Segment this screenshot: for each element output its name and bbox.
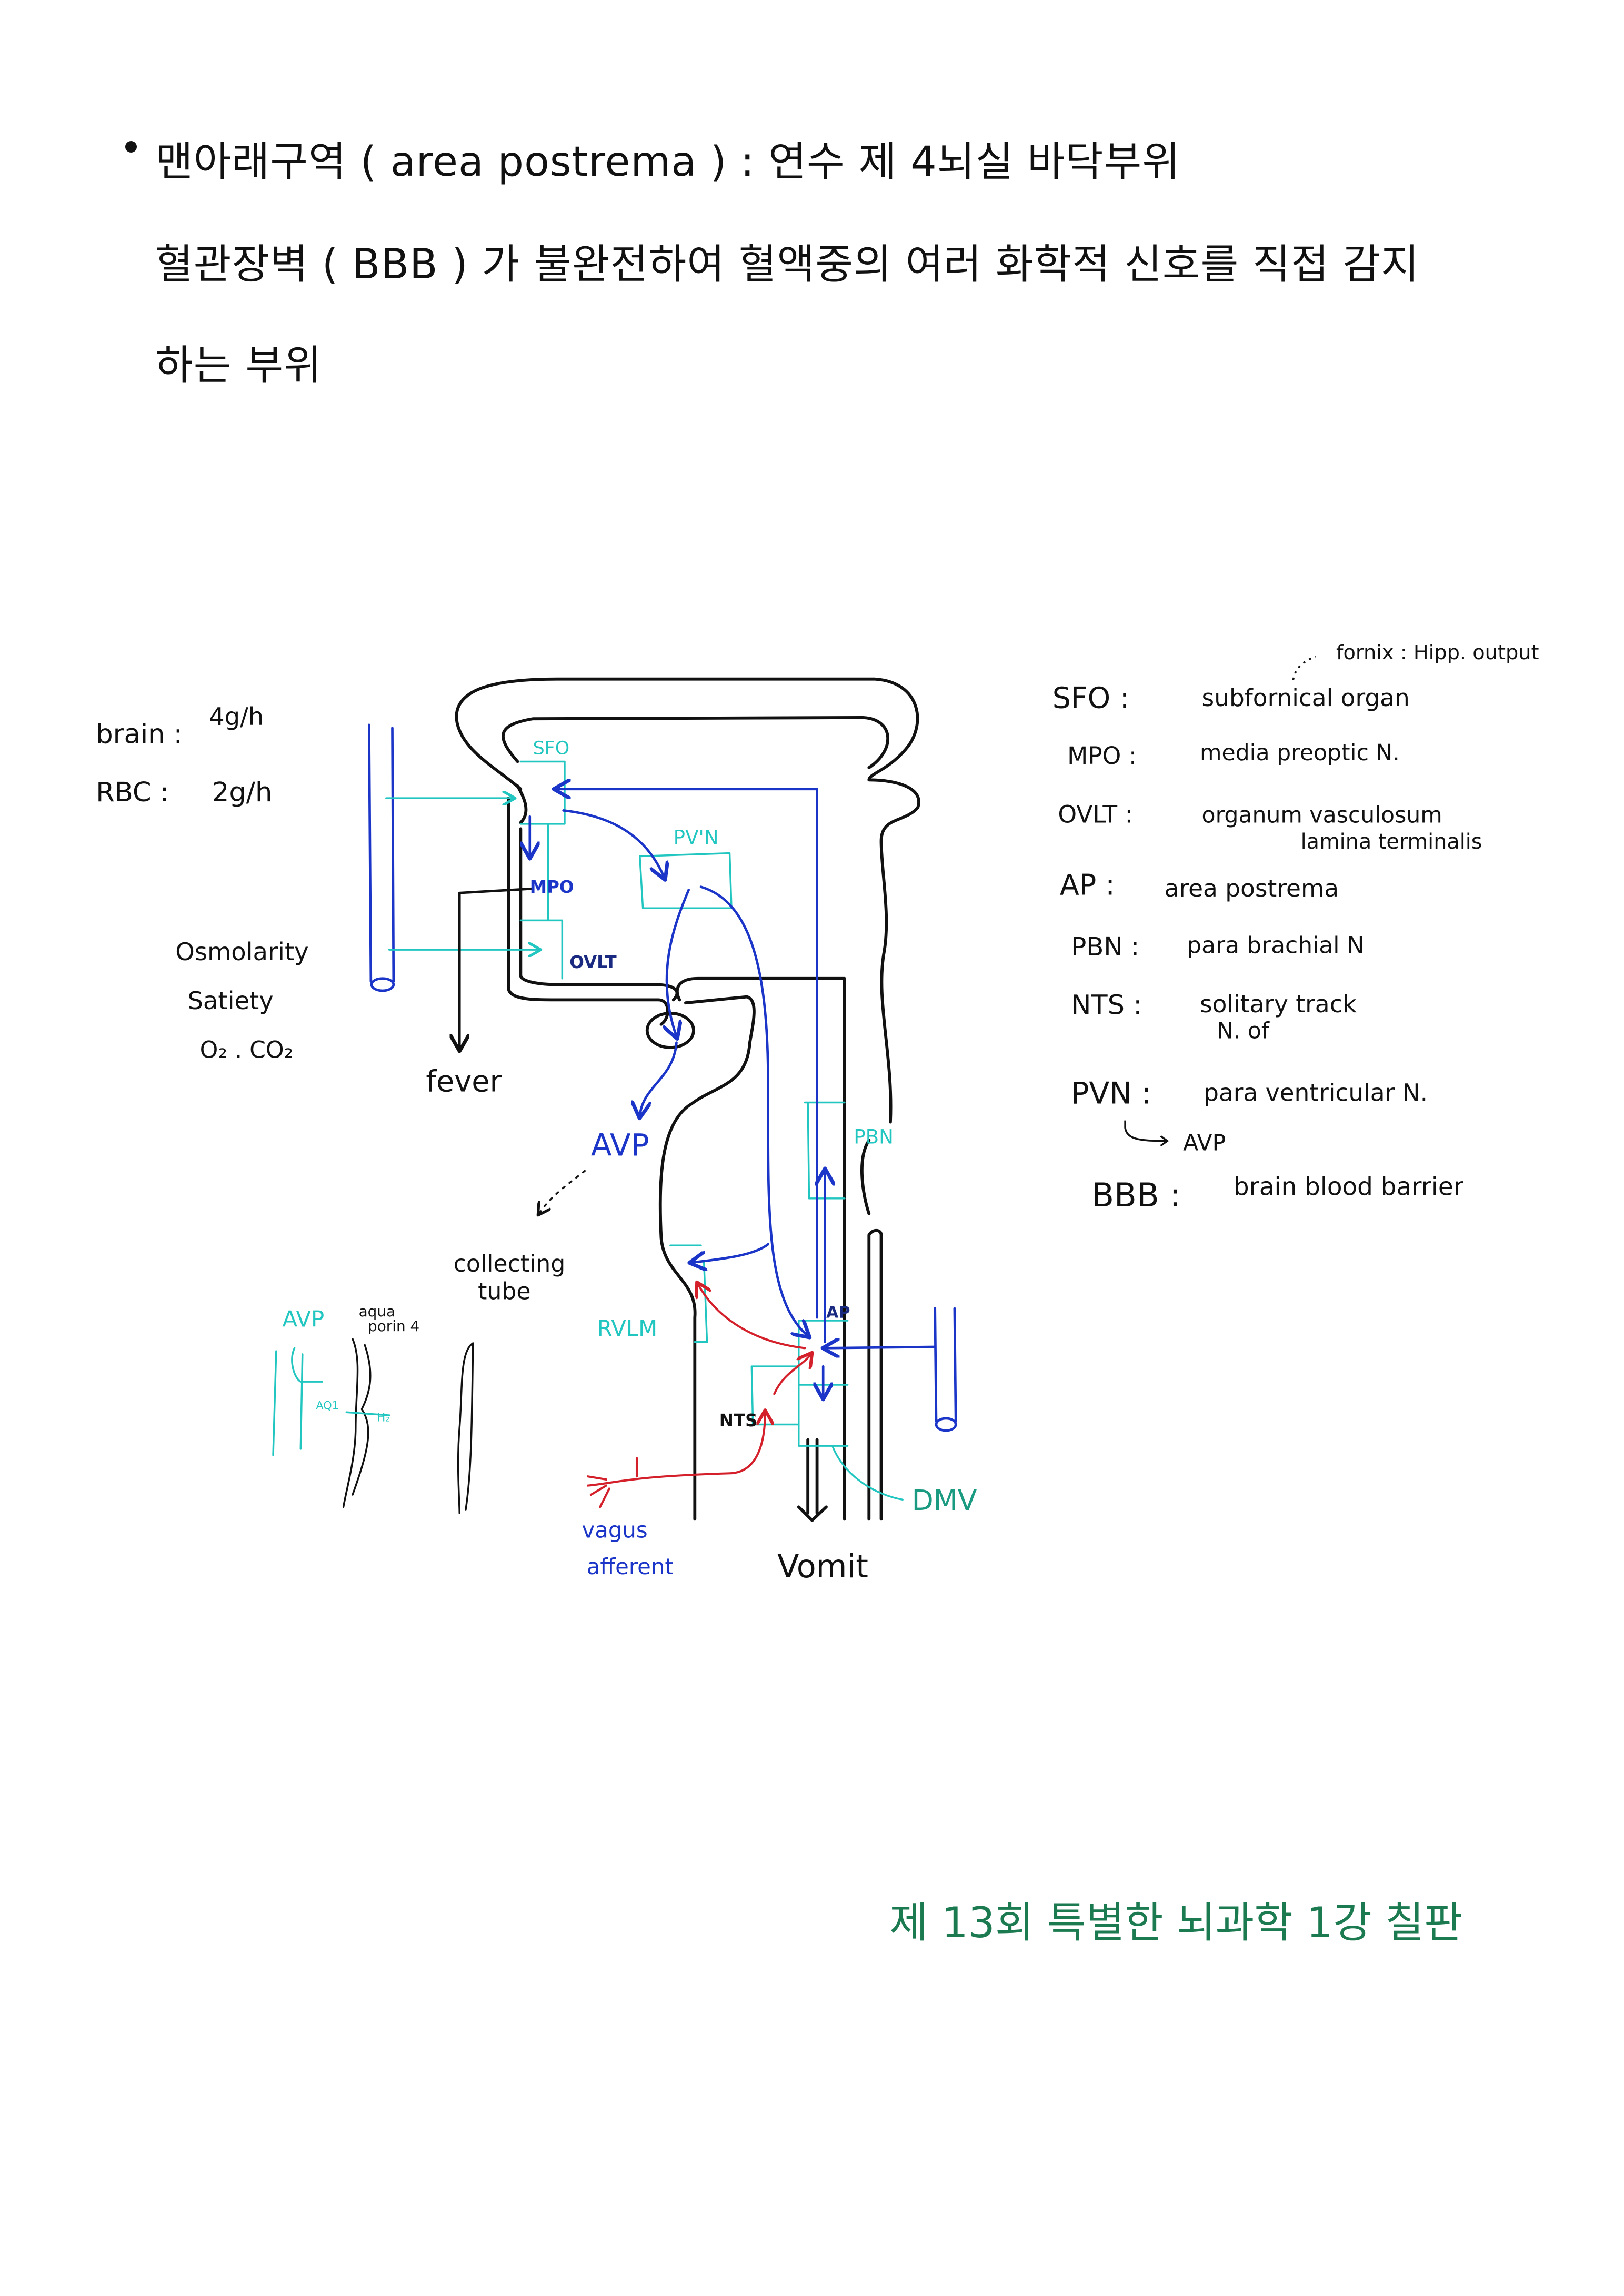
curved-arrow-icon: [1124, 1120, 1169, 1147]
fever-arrow: [459, 887, 534, 1049]
dmv-label: DMV: [912, 1484, 977, 1517]
vagus-label-1: vagus: [582, 1517, 647, 1543]
collecting-tube-label-1: collecting: [454, 1251, 566, 1277]
legend-abbr-bbb: BBB :: [1091, 1176, 1180, 1214]
brain-rate-label: brain :: [96, 719, 183, 750]
ap-label: AP: [826, 1303, 850, 1322]
legend-pvn-note: AVP: [1183, 1130, 1226, 1156]
mpo-label: MPO: [530, 877, 574, 897]
aquaporin-label-2: porin 4: [368, 1317, 419, 1335]
red-pathways: [587, 1284, 811, 1508]
vagus-label-2: afferent: [587, 1554, 674, 1579]
avp-small-label: AVP: [282, 1306, 324, 1332]
avp-label: AVP: [591, 1127, 649, 1163]
input-gases: O₂ . CO₂: [200, 1037, 294, 1064]
bullet-icon: [125, 141, 137, 153]
pbn-label: PBN: [854, 1125, 894, 1148]
legend-desc-ap: area postrema: [1165, 874, 1339, 902]
input-osmolarity: Osmolarity: [175, 938, 308, 966]
collecting-tube-label-2: tube: [478, 1278, 530, 1305]
fever-label: fever: [426, 1065, 502, 1099]
legend-desc-pvn: para ventricular N.: [1204, 1079, 1428, 1107]
legend-desc-ovlt: organum vasculosum: [1202, 802, 1442, 828]
dotted-arrow: [539, 1170, 586, 1214]
definition-line-2: 혈관장벽 ( BBB ) 가 불완전하여 혈액중의 여러 화학적 신호를 직접 …: [155, 241, 1419, 288]
legend-abbr-sfo: SFO :: [1052, 681, 1130, 715]
rvlm-label: RVLM: [597, 1315, 658, 1341]
dotted-arrow: [1292, 656, 1316, 680]
ovlt-label: OVLT: [569, 952, 616, 972]
vomit-label: Vomit: [777, 1548, 868, 1585]
legend-desc-bbb: brain blood barrier: [1234, 1173, 1464, 1202]
aquaporin-sketch: [342, 1338, 474, 1514]
input-satiety: Satiety: [187, 986, 273, 1015]
legend-desc-nts: solitary track: [1200, 990, 1357, 1018]
legend-abbr-pvn: PVN :: [1071, 1076, 1151, 1111]
fornix-note: fornix : Hipp. output: [1336, 641, 1539, 664]
nucleus-boxes: [385, 760, 904, 1501]
legend-abbr-pbn: PBN :: [1071, 932, 1139, 962]
definition-line-1: 맨아래구역 ( area postrema ) : 연수 제 4뇌실 바닥부위: [155, 138, 1181, 186]
brain-outline: [455, 677, 920, 1522]
nts-label: NTS: [719, 1411, 758, 1431]
legend-desc-mpo: media preoptic N.: [1200, 740, 1400, 766]
legend-desc2-ovlt: lamina terminalis: [1301, 830, 1482, 854]
blue-pathways: [530, 789, 937, 1397]
h2o-label: H₂: [377, 1412, 389, 1424]
pvn-label: PV'N: [674, 826, 719, 849]
legend-abbr-ovlt: OVLT :: [1058, 800, 1133, 828]
aq-label: AQ1: [316, 1399, 339, 1412]
rbc-rate-label: RBC :: [96, 777, 169, 808]
aquaporin-label-1: aqua: [359, 1303, 396, 1320]
rbc-rate-value: 2g/h: [212, 777, 273, 808]
legend-abbr-nts: NTS :: [1071, 990, 1142, 1021]
sfo-label: SFO: [533, 738, 570, 759]
legend-desc2-nts: N. of: [1217, 1018, 1270, 1044]
abbreviation-legend: fornix : Hipp. output SFO : subfornical …: [1052, 641, 1539, 1214]
legend-desc-sfo: subfornical organ: [1202, 684, 1410, 712]
lecture-footer: 제 13회 특별한 뇌과학 1강 칠판: [889, 1898, 1463, 1947]
blood-vessel-left: [368, 723, 395, 992]
legend-abbr-mpo: MPO :: [1067, 742, 1137, 770]
brain-diagram: brain : 4g/h RBC : 2g/h Osmolarity Satie…: [96, 677, 977, 1585]
legend-desc-pbn: para brachial N: [1187, 932, 1364, 959]
definition-line-3: 하는 부위: [155, 342, 322, 389]
legend-abbr-ap: AP :: [1060, 868, 1115, 901]
blood-vessel-right: [934, 1307, 957, 1432]
aquaporin-cyan: [272, 1347, 390, 1456]
brain-rate-value: 4g/h: [209, 702, 264, 731]
